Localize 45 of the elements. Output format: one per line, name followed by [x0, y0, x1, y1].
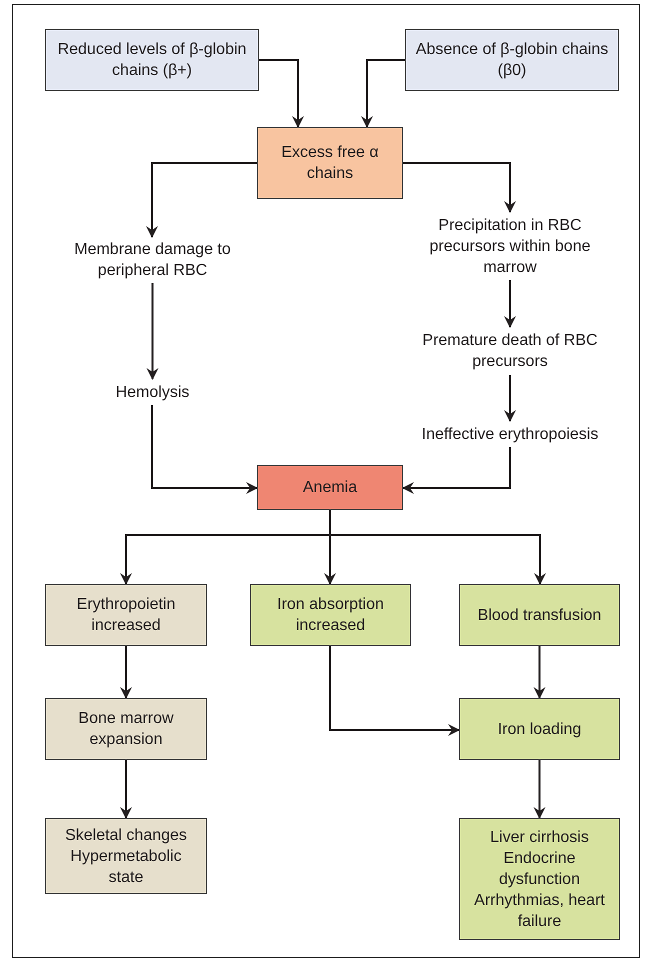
box-label: Blood transfusion: [478, 606, 602, 626]
arrow: [120, 760, 132, 819]
arrow: [361, 59, 405, 128]
box-label: Iron loading: [498, 720, 582, 740]
box-label: Bone marrow expansion: [77, 709, 175, 750]
arrow: [402, 447, 511, 494]
process-box: [459, 584, 620, 646]
box-label: Endocrine dysfunction: [498, 848, 581, 890]
box-label: Hypermetabolic state: [69, 846, 183, 888]
arrow: [259, 59, 304, 128]
arrow: [329, 510, 546, 585]
box-label: Iron absorption increased: [276, 595, 385, 636]
arrow: [151, 405, 258, 494]
step-text: Hemolysis: [116, 382, 190, 402]
box-label: Skeletal changes: [65, 826, 187, 846]
box-label: Anemia: [302, 478, 358, 498]
box-label: Excess free α chains: [280, 143, 380, 184]
process-box: [459, 818, 620, 940]
process-box: [45, 584, 207, 646]
arrow: [146, 283, 158, 380]
arrow: [403, 162, 516, 213]
arrow: [329, 646, 460, 736]
arrow: [146, 162, 257, 238]
box-label: Absence of β-globin chains (β0): [414, 40, 610, 81]
step-text: Precipitation in RBC precursors within bone marrow: [428, 216, 592, 278]
process-box: [257, 465, 403, 510]
box-label: Arrhythmias, heart failure: [473, 890, 606, 932]
box-label: Reduced levels of β-globin chains (β+): [56, 40, 248, 81]
process-box: [45, 29, 259, 91]
process-box: [405, 29, 619, 91]
step-text: Membrane damage to peripheral RBC: [73, 240, 232, 281]
arrow: [534, 646, 546, 699]
process-box: [45, 818, 207, 894]
arrow: [534, 760, 546, 819]
process-box: [250, 584, 411, 646]
process-box: [459, 698, 620, 760]
arrow: [504, 280, 516, 328]
step-text: Premature death of RBC precursors: [421, 331, 599, 372]
step-text: Ineffective erythropoiesis: [422, 424, 598, 444]
box-label: Erythropoietin increased: [76, 595, 176, 636]
process-box: [257, 127, 403, 199]
process-box: [45, 698, 207, 760]
box-label: Liver cirrhosis: [490, 828, 589, 848]
arrow: [120, 646, 132, 699]
arrow: [504, 375, 516, 422]
